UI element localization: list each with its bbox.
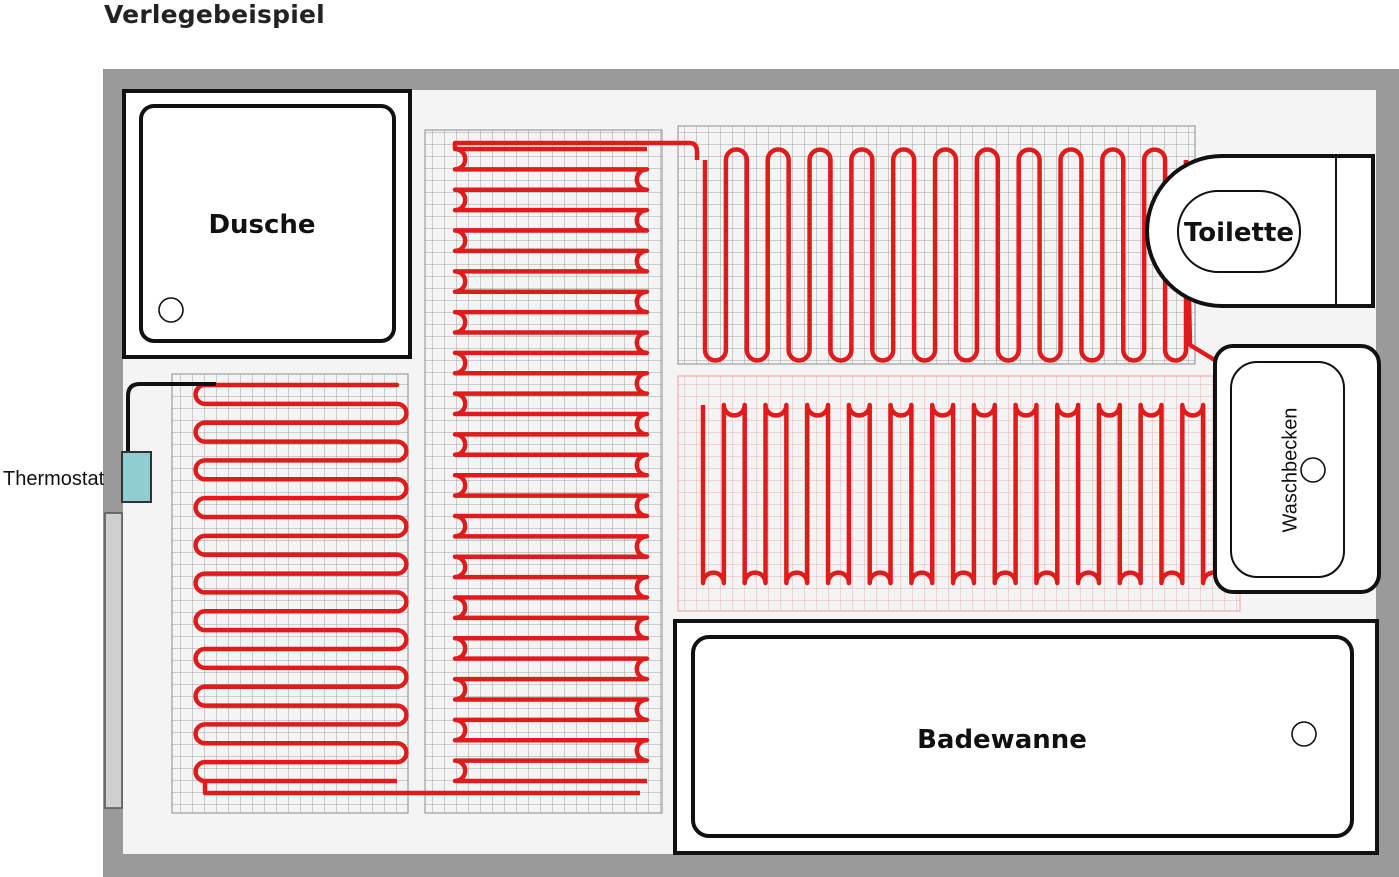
thermostat-lead [126, 382, 216, 455]
cable-link-top [452, 140, 700, 160]
drain-icon [158, 297, 184, 323]
bathtub-basin [691, 635, 1354, 838]
bathtub-label: Badewanne [917, 725, 1087, 755]
cable-run-bottom-right [700, 402, 1227, 586]
toilet-seat [1177, 190, 1301, 273]
thermostat-label: Thermostat [3, 468, 105, 490]
cable-link-bottom [202, 781, 640, 796]
drain-icon [1300, 457, 1326, 483]
drain-icon [1291, 721, 1317, 747]
shower-tray [139, 104, 396, 343]
toilet-label: Toilette [1184, 218, 1294, 248]
cable-run-middle [452, 146, 650, 784]
thermostat-box [121, 451, 152, 503]
door [104, 512, 123, 809]
heating-cable [193, 140, 1227, 796]
cable-run-top-right [702, 147, 1189, 363]
shower-label: Dusche [208, 210, 315, 240]
sink-label: Waschbecken [1279, 408, 1301, 533]
page-title: Verlegebeispiel [104, 0, 325, 29]
cable-run-left [193, 382, 409, 784]
sink-basin [1230, 361, 1345, 578]
